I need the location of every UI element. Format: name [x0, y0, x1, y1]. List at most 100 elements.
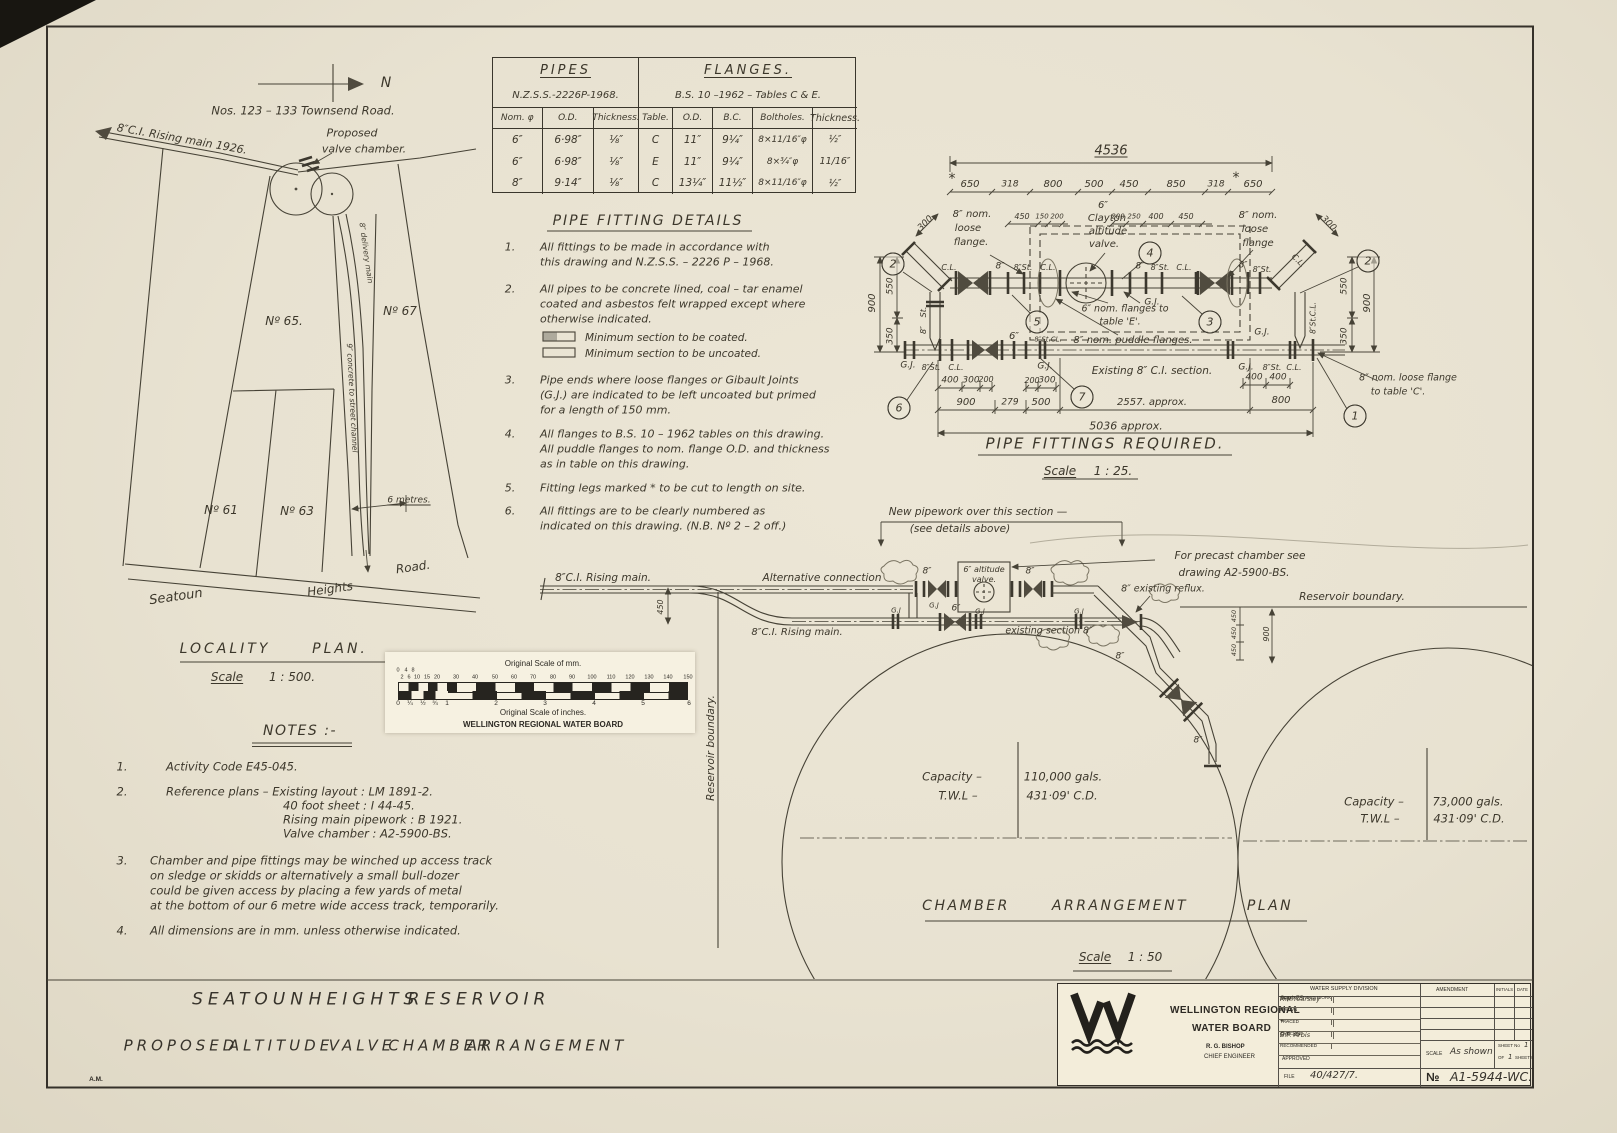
flanges-header: Table.O.D.B.C.Boltholes.Thickness. — [639, 108, 860, 129]
amendment-label: AMENDMENT — [1436, 987, 1469, 993]
table-row: DRAWN” ”” — [1278, 1007, 1420, 1020]
table-row: 8″9·14″ ⅛″ — [493, 172, 638, 195]
table-cell: 6·98″ — [543, 150, 595, 173]
details-marks — [542, 230, 752, 358]
locality-plan-lines — [95, 64, 481, 748]
file-number: 40/427/7. — [1310, 1070, 1359, 1081]
table-cell: ” — [1280, 1007, 1284, 1014]
table-row: RECOMMENDED — [1278, 1043, 1420, 1056]
flanges-table: FLANGES. B.S. 10 –1962 – Tables C & E. T… — [639, 58, 860, 195]
table-cell: ” ” — [1278, 1008, 1334, 1015]
pipes-rows: 6″6·98″ ⅛″ 6″6·98″ ⅛″ 8″9·14″ ⅛″ — [493, 129, 638, 195]
sheet-no-value: 1 — [1524, 1041, 1529, 1049]
table-cell: 8×¾″φ — [753, 150, 813, 173]
of-label: OF — [1498, 1055, 1505, 1060]
table-cell: 13¼″ — [673, 172, 713, 195]
table-cell: 11½″ — [713, 172, 753, 195]
title-block: WELLINGTON REGIONAL WATER BOARD R. G. BI… — [1057, 983, 1534, 1087]
table-cell: 8×11/16″φ — [753, 172, 813, 195]
date-label: DATE — [1517, 987, 1528, 992]
table-cell: ½″ — [828, 134, 842, 146]
table-cell: Sept 75 — [1280, 995, 1304, 1002]
table-row: 6″6·98″ ⅛″ — [493, 150, 638, 173]
table-cell: Boltholes. — [753, 108, 813, 128]
pipes-standard: N.Z.S.S.-2226P-1968. — [493, 83, 638, 108]
table-cell: Oct 75 — [1280, 1031, 1300, 1038]
reservoir-right — [1237, 647, 1532, 979]
table-cell: ” ” — [1278, 1020, 1334, 1027]
scale-label: SCALE — [1426, 1051, 1443, 1057]
table-cell: ⅛″ — [609, 177, 624, 190]
table-cell: 8″ — [493, 172, 543, 195]
table-cell: TRACED — [1278, 1019, 1332, 1025]
table-cell: 11/16″ — [819, 156, 851, 168]
org-name-line1: WELLINGTON REGIONAL — [1170, 1005, 1301, 1016]
approved-label: APPROVED — [1282, 1056, 1310, 1062]
table-cell: C — [639, 129, 673, 151]
chief-engineer-title: CHIEF ENGINEER — [1204, 1054, 1256, 1060]
wrwb-logo-icon — [1070, 992, 1136, 1054]
drawing-no-label: № — [1426, 1070, 1440, 1084]
table-cell: 6″ — [493, 150, 543, 173]
of-value: 1 — [1508, 1053, 1513, 1061]
division-label: WATER SUPPLY DIVISION — [1310, 986, 1378, 992]
sheets-label: SHEETS — [1515, 1055, 1534, 1060]
table-cell: ” — [1280, 1019, 1284, 1026]
table-row: TRACED” ”” — [1278, 1019, 1420, 1032]
file-label: FILE — [1284, 1074, 1295, 1080]
table-cell: O.D. — [543, 108, 594, 128]
table-row: Table.O.D.B.C.Boltholes.Thickness. — [639, 108, 860, 129]
table-cell: B.P. Arbis — [1278, 1032, 1334, 1039]
table-cell: R.R.Yearsley — [1278, 996, 1334, 1003]
table-cell: 6·98″ — [543, 129, 595, 151]
initials-label: INITIALS — [1496, 987, 1513, 992]
table-cell: RECOMMENDED — [1278, 1043, 1332, 1049]
table-cell: 9¼″ — [713, 150, 753, 173]
table-cell: 9¼″ — [713, 129, 753, 151]
table-row: 6″6·98″ ⅛″ — [493, 129, 638, 151]
drawing-number: A1-5944-WC. — [1450, 1069, 1533, 1084]
table-cell: Thickness. — [810, 112, 860, 124]
table-cell: ⅛″ — [609, 155, 624, 168]
table-cell: C — [639, 172, 673, 195]
table-cell: 6″ — [493, 129, 543, 151]
org-name-line2: WATER BOARD — [1192, 1023, 1272, 1034]
scan-corner — [0, 0, 96, 48]
table-cell: B.C. — [713, 108, 753, 128]
table-cell: 9·14″ — [543, 172, 595, 195]
table-cell: 11″ — [673, 150, 713, 173]
table-cell: Nom. φ — [493, 108, 543, 128]
pipes-title: PIPES — [540, 63, 591, 78]
scalebar-card — [385, 652, 695, 733]
fittings-diagram-lines — [874, 156, 1380, 480]
table-cell: E — [639, 150, 673, 173]
chamber-plan-lines — [540, 521, 1532, 979]
table-cell: Table. — [639, 108, 673, 128]
table-cell: ⅛″ — [609, 133, 624, 146]
table-cell: 11″ — [673, 129, 713, 151]
table-cell: ½″ — [828, 177, 842, 189]
table-cell: Thickness. — [592, 113, 640, 123]
flanges-title: FLANGES. — [703, 63, 792, 78]
sheet-no-label: SHEET No — [1498, 1043, 1520, 1048]
table-cell: DESIGN – FIELD WORK — [1280, 995, 1332, 1001]
chief-engineer-name: R. G. BISHOP — [1206, 1044, 1245, 1050]
table-cell: 8×11/16″φ — [753, 129, 813, 151]
table-cell: DRAWN — [1278, 1007, 1332, 1013]
scalebar-ruler — [398, 682, 688, 700]
table-cell: O.D. — [673, 108, 713, 128]
flanges-standard: B.S. 10 –1962 – Tables C & E. — [639, 83, 857, 108]
